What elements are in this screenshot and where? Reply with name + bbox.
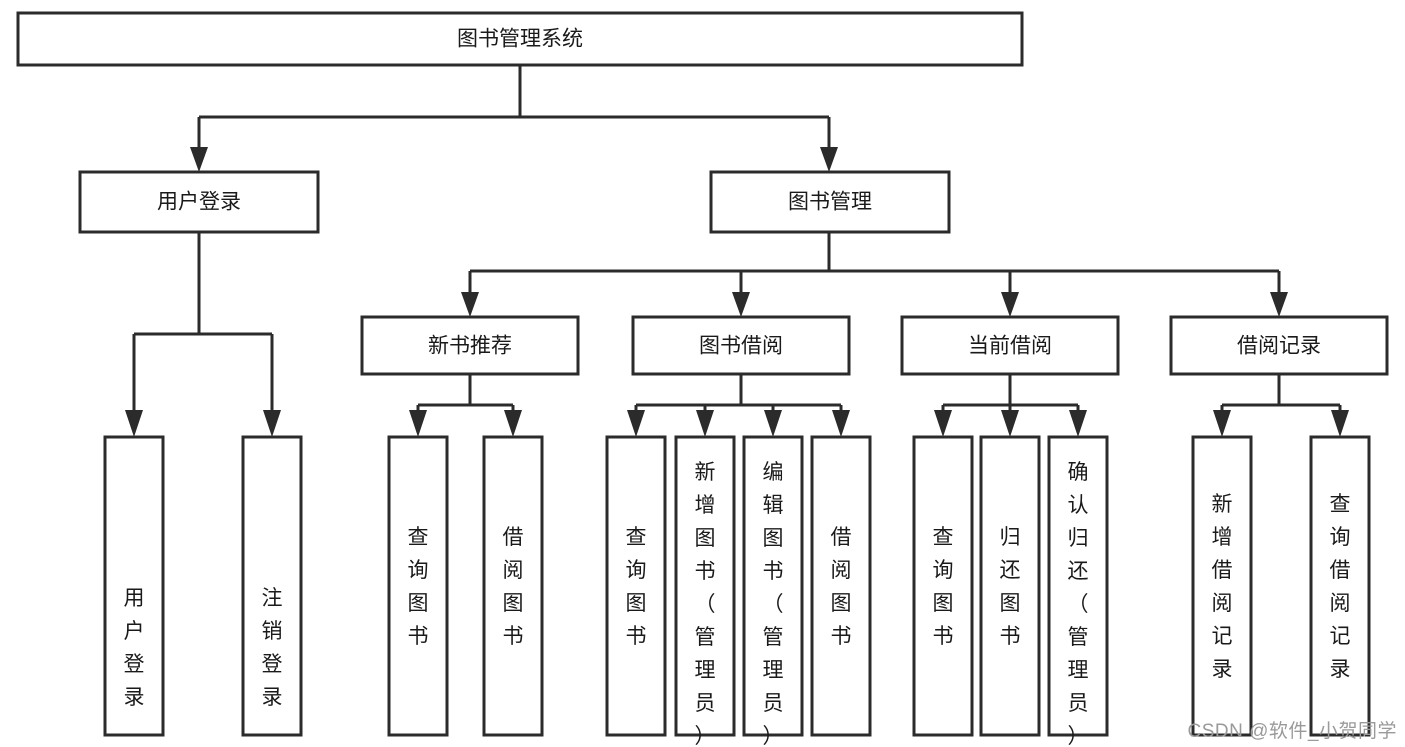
leaf-user-login-label: 用户登录 <box>124 587 145 709</box>
leaf-node[interactable]: 查询图书 <box>912 435 974 737</box>
arrow-head-add-record <box>1213 410 1231 437</box>
node-root-label: 图书管理系统 <box>457 28 583 51</box>
node-new-book-recommend[interactable]: 新书推荐 <box>360 315 580 376</box>
node-borrow-record-label: 借阅记录 <box>1237 335 1321 358</box>
leaf-add-borrow-record-box[interactable] <box>1191 435 1253 737</box>
arrow-head-leaf-logout <box>263 410 281 437</box>
leaf-edit-book-box[interactable] <box>742 435 804 737</box>
node-book-borrow[interactable]: 图书借阅 <box>631 315 851 376</box>
leaf-add-book-label: 新增图书（管理员） <box>695 461 716 747</box>
arrow-head-query-book-2 <box>627 410 645 437</box>
arrow-head-book-borrow <box>732 292 750 317</box>
arrow-head-new-book-rec <box>461 292 479 317</box>
node-user-login[interactable]: 用户登录 <box>78 170 320 234</box>
node-user-login-box[interactable] <box>78 170 320 234</box>
leaf-query-book-3-label: 查询图书 <box>933 526 954 648</box>
arrow-head-return-book <box>1001 410 1019 437</box>
leaf-borrow-book-1-box[interactable] <box>482 435 544 737</box>
node-borrow-record-box[interactable] <box>1169 315 1389 376</box>
arrow-head-confirm-return <box>1069 410 1087 437</box>
node-user-login-label: 用户登录 <box>157 191 241 214</box>
leaf-query-borrow-record-box[interactable] <box>1309 435 1371 737</box>
node-layer: 图书管理系统 用户登录 图书管理 新书推荐 图书借阅 当前 <box>16 11 1389 747</box>
arrow-head-query-book-1 <box>409 410 427 437</box>
leaf-node[interactable]: 归还图书 <box>979 435 1041 737</box>
node-book-management[interactable]: 图书管理 <box>709 170 951 234</box>
leaf-add-book-box[interactable] <box>674 435 736 737</box>
leaf-return-book-label: 归还图书 <box>1000 526 1021 648</box>
node-book-borrow-box[interactable] <box>631 315 851 376</box>
leaf-node[interactable]: 借阅图书 <box>810 435 872 737</box>
arrow-head-add-book <box>696 410 714 437</box>
leaf-logout-label: 注销登录 <box>262 587 283 709</box>
leaf-node[interactable]: 查询图书 <box>387 435 449 737</box>
leaf-node[interactable]: 借阅图书 <box>482 435 544 737</box>
arrow-head-book-mgmt <box>820 147 838 172</box>
leaf-query-borrow-record-label: 查询借阅记录 <box>1330 493 1351 681</box>
leaf-logout-box[interactable] <box>241 435 303 737</box>
leaf-borrow-book-2-box[interactable] <box>810 435 872 737</box>
leaf-add-borrow-record-label: 新增借阅记录 <box>1212 493 1233 681</box>
node-current-borrow-label: 当前借阅 <box>968 335 1052 358</box>
node-book-management-label: 图书管理 <box>788 191 872 214</box>
arrow-head-leaf-user-login <box>125 410 143 437</box>
leaf-node[interactable]: 确认归还（管理员） <box>1047 435 1109 747</box>
leaf-node[interactable]: 新增图书（管理员） <box>674 435 736 747</box>
leaf-user-login-box[interactable] <box>103 435 165 737</box>
leaf-query-book-2-label: 查询图书 <box>626 526 647 648</box>
node-root[interactable]: 图书管理系统 <box>16 11 1024 67</box>
node-book-management-box[interactable] <box>709 170 951 234</box>
node-new-book-recommend-label: 新书推荐 <box>428 335 512 358</box>
node-new-book-recommend-box[interactable] <box>360 315 580 376</box>
arrow-head-user-login <box>190 147 208 172</box>
leaf-node[interactable]: 编辑图书（管理员） <box>742 435 804 747</box>
leaf-query-book-1-label: 查询图书 <box>408 526 429 648</box>
arrow-head-borrow-book-2 <box>832 410 850 437</box>
node-current-borrow-box[interactable] <box>900 315 1120 376</box>
node-book-borrow-label: 图书借阅 <box>699 335 783 358</box>
leaf-query-book-3-box[interactable] <box>912 435 974 737</box>
leaf-confirm-return-label: 确认归还（管理员） <box>1068 461 1089 747</box>
arrow-head-current-borrow <box>1001 292 1019 317</box>
leaf-node[interactable]: 注销登录 <box>241 435 303 737</box>
arrow-head-borrow-book-1 <box>504 410 522 437</box>
arrow-head-borrow-record <box>1270 292 1288 317</box>
leaf-confirm-return-box[interactable] <box>1047 435 1109 737</box>
node-borrow-record[interactable]: 借阅记录 <box>1169 315 1389 376</box>
leaf-node[interactable]: 查询借阅记录 <box>1309 435 1371 737</box>
connector-layer <box>125 65 1349 437</box>
node-root-box[interactable] <box>16 11 1024 67</box>
leaf-edit-book-label: 编辑图书（管理员） <box>763 461 784 747</box>
leaf-query-book-1-box[interactable] <box>387 435 449 737</box>
leaf-node[interactable]: 新增借阅记录 <box>1191 435 1253 737</box>
leaf-node[interactable]: 用户登录 <box>103 435 165 737</box>
node-current-borrow[interactable]: 当前借阅 <box>900 315 1120 376</box>
leaf-return-book-box[interactable] <box>979 435 1041 737</box>
leaf-borrow-book-1-label: 借阅图书 <box>503 526 524 648</box>
csdn-watermark: CSDN @软件_小贺同学 <box>1187 721 1397 742</box>
arrow-head-edit-book <box>764 410 782 437</box>
leaf-query-book-2-box[interactable] <box>605 435 667 737</box>
leaf-borrow-book-2-label: 借阅图书 <box>831 526 852 648</box>
arrow-head-query-book-3 <box>934 410 952 437</box>
leaf-node[interactable]: 查询图书 <box>605 435 667 737</box>
arrow-head-query-record <box>1331 410 1349 437</box>
